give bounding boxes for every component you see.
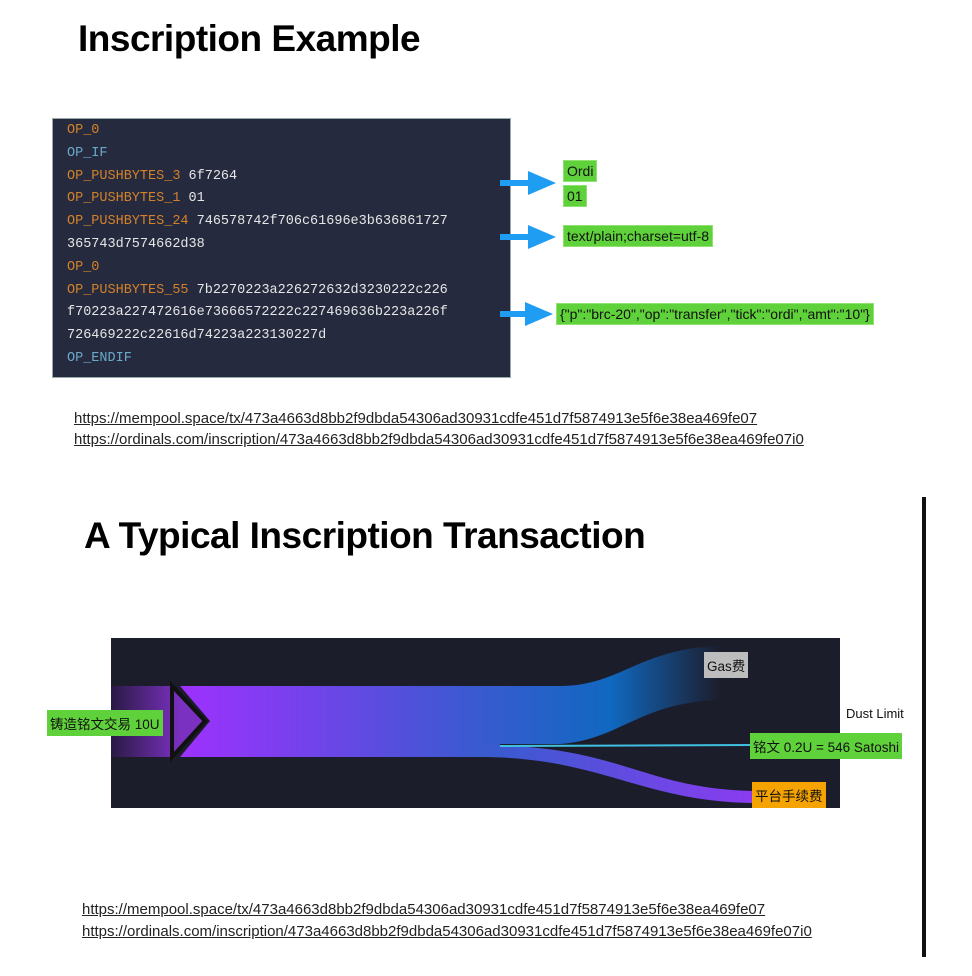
arrow-icon xyxy=(500,171,556,195)
arrow-icon xyxy=(500,225,556,249)
divider-line xyxy=(922,497,926,957)
dust-limit-label: Dust Limit xyxy=(846,706,904,721)
hex-data: f70223a227472616e73666572222c227469636b2… xyxy=(67,305,448,321)
code-line: OP_0 xyxy=(67,260,99,275)
mempool-link-2[interactable]: https://mempool.space/tx/473a4663d8bb2f9… xyxy=(82,901,766,918)
arrow-icon xyxy=(500,302,553,326)
code-line: 365743d7574662d38 xyxy=(67,237,205,252)
code-line: OP_ENDIF xyxy=(67,351,132,366)
code-line: OP_PUSHBYTES_24 746578742f706c61696e3b63… xyxy=(67,214,448,229)
sankey-inscription-flow xyxy=(499,744,753,747)
annotation-version: 01 xyxy=(563,185,587,207)
code-line: f70223a227472616e73666572222c227469636b2… xyxy=(67,305,448,320)
hex-data: 7b2270223a226272632d3230222c226 xyxy=(188,282,448,298)
section-title-typical-transaction: A Typical Inscription Transaction xyxy=(84,515,646,556)
hex-data: 6f7264 xyxy=(180,168,238,184)
sankey-gas-label: Gas费 xyxy=(704,652,749,678)
opcode: OP_PUSHBYTES_55 xyxy=(67,282,189,298)
sankey-source-label: 铸造铭文交易 10U xyxy=(47,710,163,736)
code-line: 726469222c22616d74223a223130227d xyxy=(67,328,326,343)
ordinals-link[interactable]: https://ordinals.com/inscription/473a466… xyxy=(74,431,804,448)
code-line: OP_PUSHBYTES_3 6f7264 xyxy=(67,169,237,184)
hex-data: 726469222c22616d74223a223130227d xyxy=(67,328,327,344)
opcode: OP_PUSHBYTES_24 xyxy=(67,214,189,230)
mempool-link[interactable]: https://mempool.space/tx/473a4663d8bb2f9… xyxy=(74,410,758,427)
annotation-payload: {"p":"brc-20","op":"transfer","tick":"or… xyxy=(556,303,874,325)
opcode: OP_PUSHBYTES_3 xyxy=(67,168,181,184)
code-line: OP_PUSHBYTES_55 7b2270223a226272632d3230… xyxy=(67,283,448,298)
code-line: OP_0 xyxy=(67,123,99,138)
opcode: OP_PUSHBYTES_1 xyxy=(67,191,181,207)
sankey-gas-flow xyxy=(180,646,720,757)
sankey-platform-fee-label: 平台手续费 xyxy=(752,782,826,808)
opcode: OP_IF xyxy=(67,145,108,161)
annotation-content-type: text/plain;charset=utf-8 xyxy=(563,225,714,247)
code-line: OP_PUSHBYTES_1 01 xyxy=(67,191,205,206)
opcode: OP_0 xyxy=(67,259,100,275)
sankey-platform-fee-flow xyxy=(480,745,752,803)
hex-data: 746578742f706c61696e3b636861727 xyxy=(188,214,448,230)
hex-data: 01 xyxy=(180,191,205,207)
ordinals-link-2[interactable]: https://ordinals.com/inscription/473a466… xyxy=(82,923,812,940)
annotation-ticker: Ordi xyxy=(563,160,598,182)
code-line: OP_IF xyxy=(67,146,108,161)
opcode: OP_0 xyxy=(67,123,100,138)
sankey-inscription-label: 铭文 0.2U = 546 Satoshi xyxy=(750,733,902,759)
opcode: OP_ENDIF xyxy=(67,351,132,366)
hex-data: 365743d7574662d38 xyxy=(67,237,205,252)
section-title-inscription-example: Inscription Example xyxy=(78,18,421,59)
